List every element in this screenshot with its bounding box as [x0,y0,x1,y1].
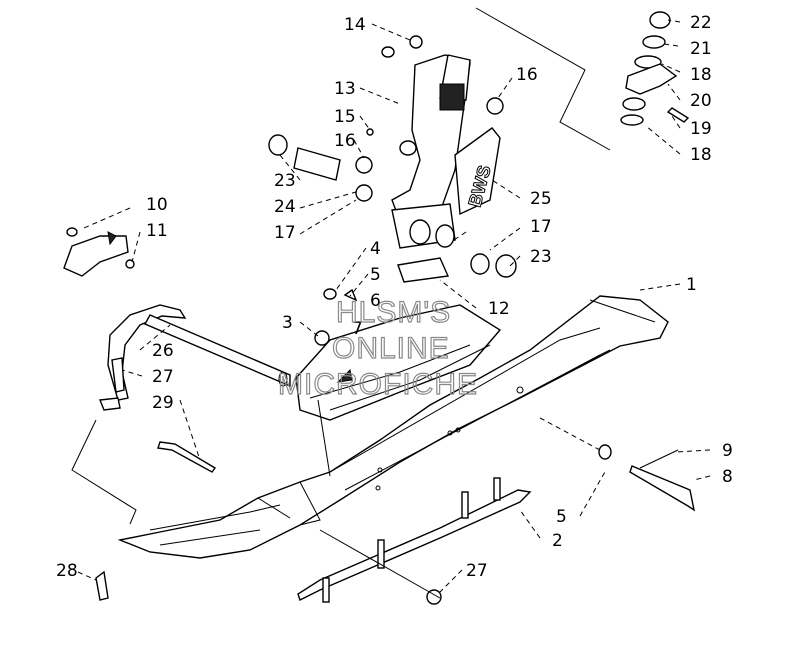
callout-5: 5 [370,265,381,285]
callout-21: 21 [690,39,712,59]
reference-lines [71,7,611,599]
callout-9: 9 [722,441,733,461]
callout-6: 6 [370,291,381,311]
watermark: HLSM'S ONLINE MICROFICHE [277,295,478,401]
spring-block [397,257,450,283]
callout-17b: 17 [530,217,552,237]
skag-bracket [63,227,135,277]
callout-28: 28 [56,561,78,581]
callout-24: 24 [274,197,296,217]
callout-18b: 18 [690,145,712,165]
watermark-line-3: MICROFICHE [278,368,478,401]
callout-18: 18 [690,65,712,85]
callout-27b: 27 [466,561,488,581]
callout-23: 23 [274,171,296,191]
callout-23b: 23 [530,247,552,267]
callout-17: 17 [274,223,296,243]
watermark-line-1: HLSM'S [336,296,451,329]
top-bracket [620,11,690,126]
callout-16b: 16 [334,131,356,151]
callout-27: 27 [152,367,174,387]
callout-13: 13 [334,79,356,99]
watermark-line-2: ONLINE [332,332,450,365]
callout-19: 19 [690,119,712,139]
callout-2: 2 [552,531,563,551]
callout-26: 26 [152,341,174,361]
callout-4: 4 [370,239,381,259]
callout-10: 10 [146,195,168,215]
ski-body [117,295,669,559]
callout-5b: 5 [556,507,567,527]
ski-loop [99,304,291,411]
callout-3: 3 [282,313,293,333]
callout-20: 20 [690,91,712,111]
small-parts [268,35,612,605]
callouts: 14 22 21 18 20 19 18 16 13 15 16 23 24 1… [56,13,733,581]
callout-29: 29 [152,393,174,413]
callout-15: 15 [334,107,356,127]
callout-8: 8 [722,467,733,487]
callout-7: 7 [352,319,363,339]
saddle-plate [295,304,502,421]
callout-12: 12 [488,299,510,319]
callout-16: 16 [516,65,538,85]
callout-1: 1 [686,275,697,295]
callout-25: 25 [530,189,552,209]
leader-lines [77,19,711,595]
callout-11: 11 [146,221,168,241]
bolts [95,357,696,601]
callout-22: 22 [690,13,712,33]
spindle: BWS [391,54,501,249]
callout-14: 14 [344,15,366,35]
